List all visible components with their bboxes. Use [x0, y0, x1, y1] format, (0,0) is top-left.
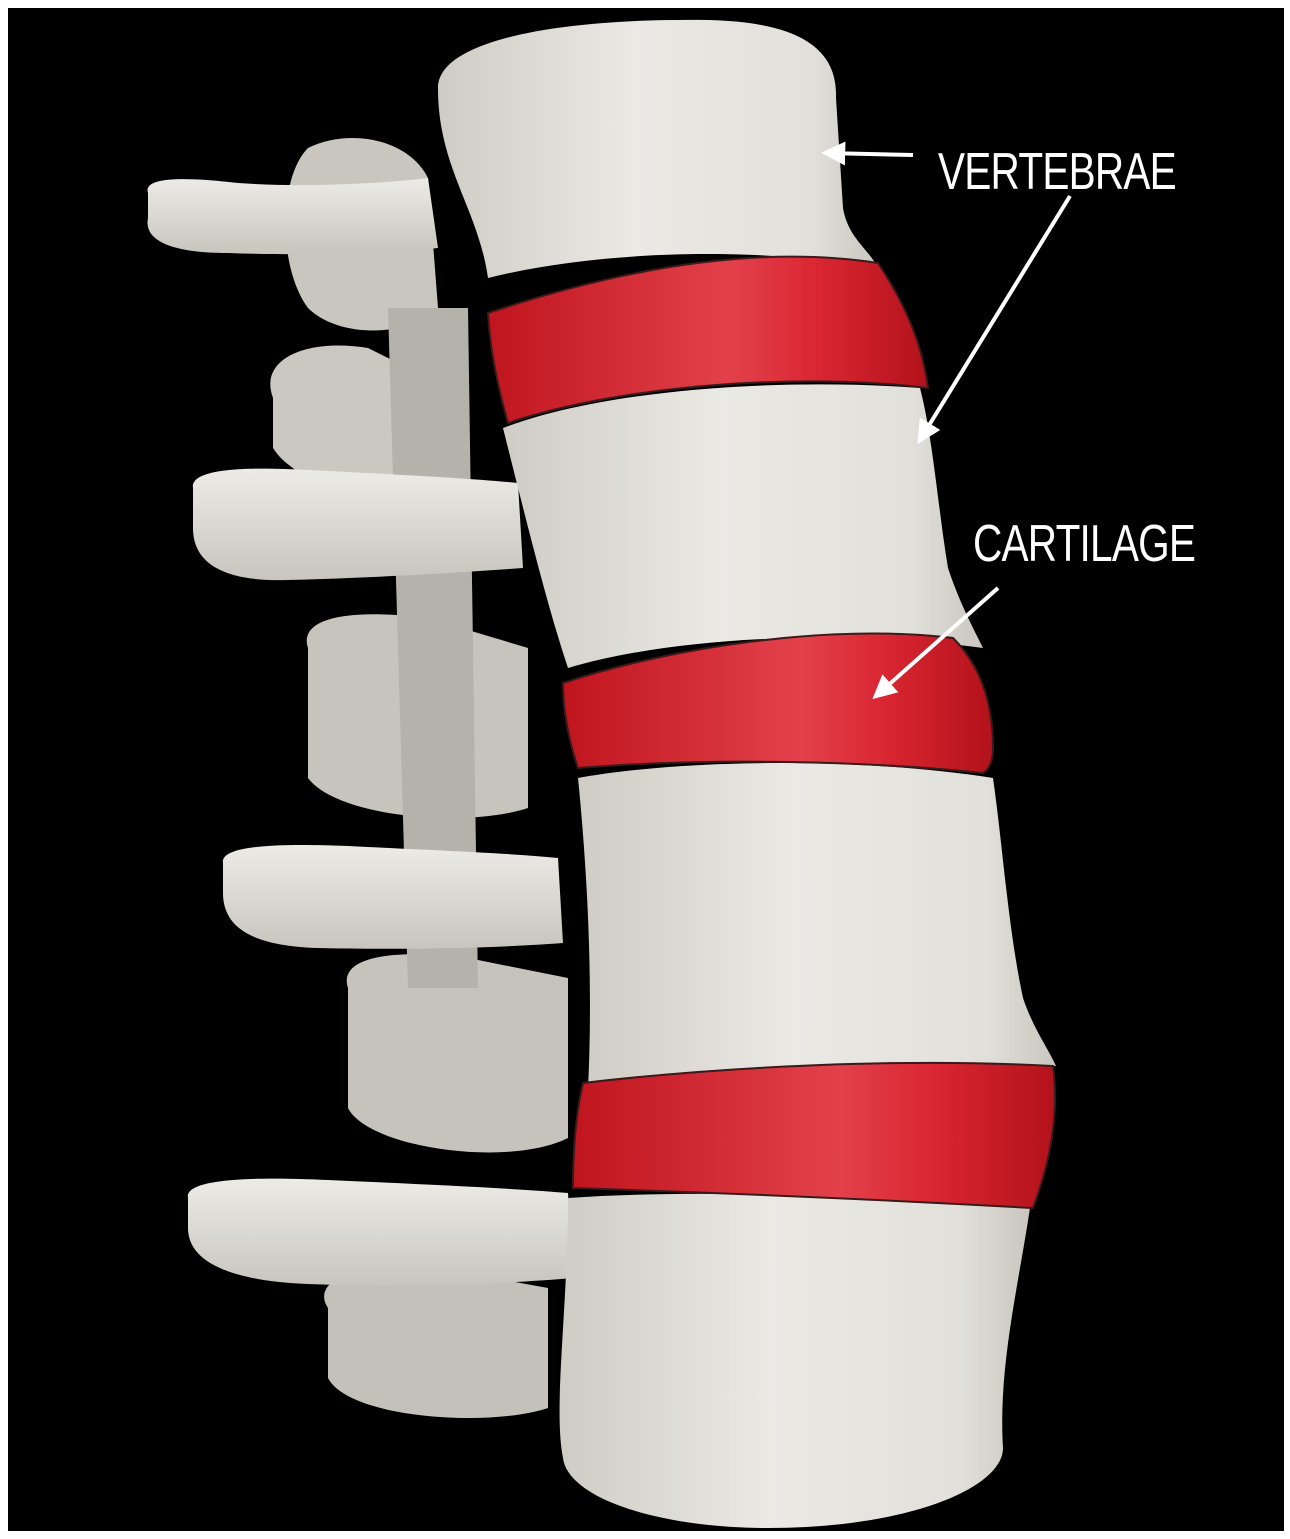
vertebrae-arrow-to-top: [826, 153, 913, 155]
transverse-process-1: [148, 178, 438, 254]
vertebra-3: [578, 763, 1056, 1088]
transverse-process-3: [223, 845, 563, 949]
cartilage-label: CARTILAGE: [973, 518, 1195, 570]
transverse-process-2: [193, 469, 523, 581]
vertebra-2: [503, 384, 983, 668]
vertebra-4: [560, 1194, 1030, 1528]
disc-2: [563, 634, 993, 773]
diagram-canvas: VERTEBRAE CARTILAGE: [8, 8, 1284, 1531]
vertebrae-arrow-to-middle: [920, 196, 1070, 440]
disc-3: [573, 1063, 1055, 1208]
vertebra-1: [438, 20, 878, 278]
vertebrae-label: VERTEBRAE: [938, 146, 1176, 198]
rear-lobe-5: [324, 1265, 548, 1418]
transverse-process-4: [188, 1179, 573, 1286]
spine-illustration: [8, 8, 1284, 1531]
